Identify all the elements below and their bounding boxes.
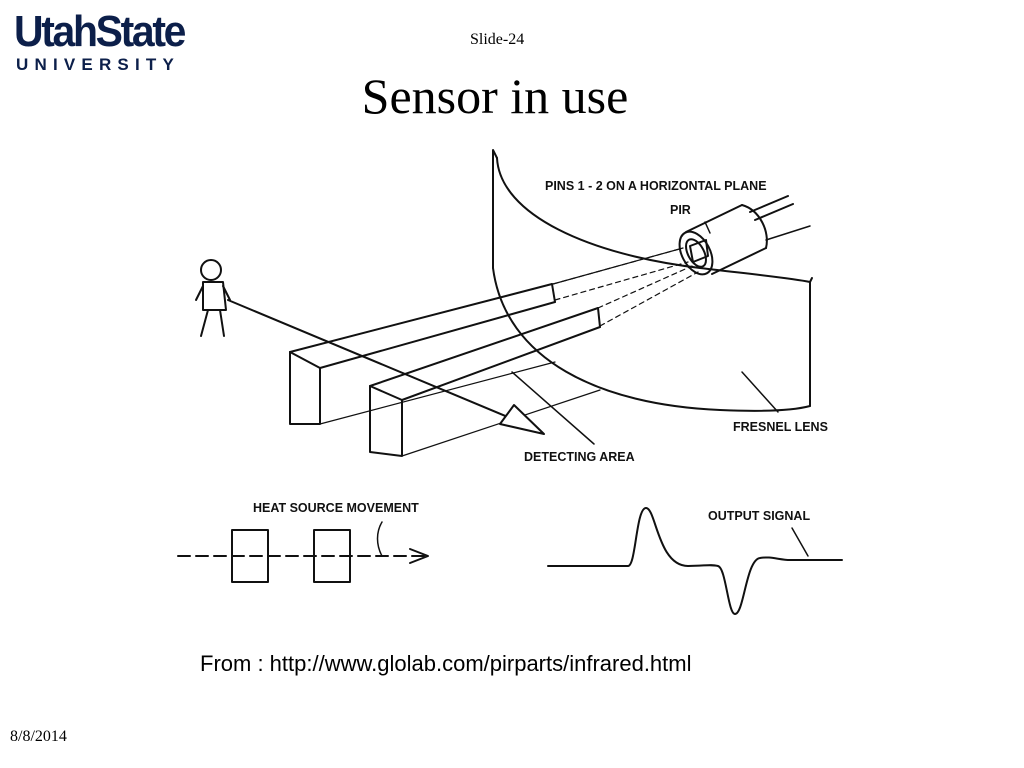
label-pir: PIR [670,203,691,217]
label-detecting-area: DETECTING AREA [524,450,635,464]
logo-wordmark: UtahState [14,7,186,56]
slide-title: Sensor in use [361,68,629,124]
utah-state-university-logo: UtahState UNIVERSITY [14,10,200,74]
label-heat-source: HEAT SOURCE MOVEMENT [253,501,419,515]
detection-zone-rear [289,283,556,425]
label-fresnel-lens: FRESNEL LENS [733,420,828,434]
fresnel-lens-sheet [492,149,813,412]
slide-number: Slide-24 [470,31,525,48]
label-output-signal: OUTPUT SIGNAL [708,509,810,523]
output-signal-waveform [547,507,843,615]
movement-arrow [227,299,545,435]
source-credit: From : http://www.glolab.com/pirparts/in… [200,651,692,676]
pir-sensor-icon [678,195,811,276]
logo-university: UNIVERSITY [16,55,181,74]
heat-source-movement-diagram [177,521,429,583]
detection-beams [552,247,699,327]
label-pins: PINS 1 - 2 ON A HORIZONTAL PLANE [545,179,767,193]
slide-date: 8/8/2014 [10,728,67,745]
detection-zone-front [369,307,601,457]
person-figure [195,259,231,337]
